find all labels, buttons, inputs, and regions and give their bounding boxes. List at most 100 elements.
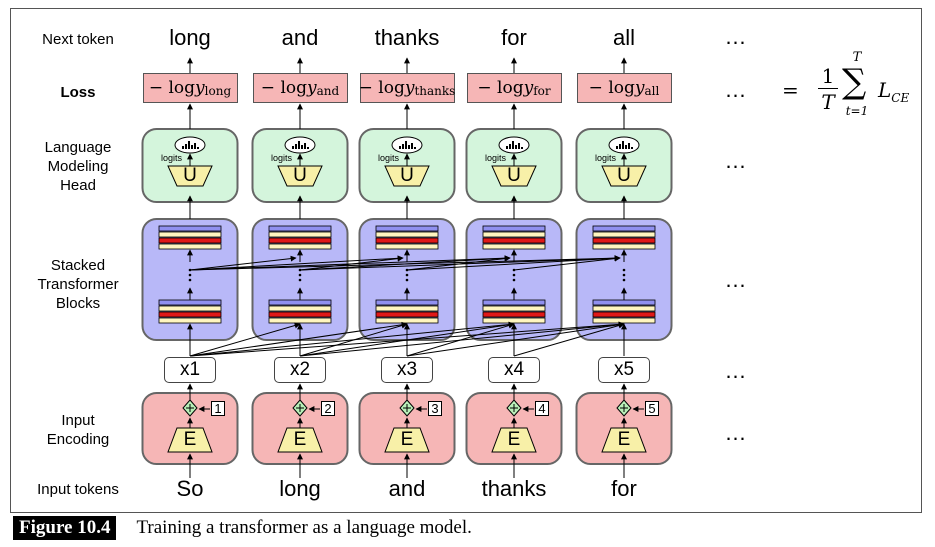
input-vector-box: x1: [164, 357, 216, 383]
row-label-next-token: Next token: [42, 31, 114, 48]
position-number: 3: [428, 401, 442, 416]
next-token-word: thanks: [374, 25, 440, 50]
attention-arrow: [406, 255, 511, 271]
row-ellipsis: …: [724, 24, 748, 49]
unembedding-trapezoid: [601, 165, 647, 187]
row-ellipsis: …: [724, 148, 748, 173]
histogram-bar: [411, 143, 413, 149]
input-token-word: long: [279, 476, 321, 501]
layer-sublayer: [375, 231, 439, 238]
attention-arrow: [406, 322, 515, 357]
attention-arrow: [406, 321, 625, 357]
histogram-bar: [631, 147, 633, 149]
embedding-trapezoid: [601, 427, 647, 453]
row-label-lm-head: Language Modeling Head: [44, 139, 112, 194]
stack-ellipsis-dot: [512, 268, 516, 272]
attention-arrow: [189, 322, 301, 357]
layer-sublayer: [375, 305, 439, 312]
layer-sublayer: [592, 311, 656, 318]
embedding-trapezoid: [491, 427, 537, 453]
histogram-bar: [622, 141, 624, 149]
unembedding-trapezoid: [167, 165, 213, 187]
histogram-bar: [518, 143, 520, 149]
stack-ellipsis-dot: [298, 273, 302, 277]
next-token-word: all: [612, 25, 635, 50]
attention-arrow: [189, 255, 297, 271]
stack-ellipsis-dot: [622, 273, 626, 277]
layer-sublayer: [268, 299, 332, 306]
histogram-bar: [194, 143, 196, 149]
layer-sublayer: [158, 299, 222, 306]
histogram-bar: [509, 144, 511, 149]
layer-sublayer: [375, 317, 439, 324]
stack-ellipsis-dot: [298, 268, 302, 272]
layer-sublayer: [268, 225, 332, 232]
layer-sublayer: [592, 225, 656, 232]
histogram-bar: [616, 146, 618, 149]
histogram-bar: [185, 144, 187, 149]
row-ellipsis: …: [724, 358, 748, 383]
next-token-word: long: [169, 25, 211, 50]
histogram-bar: [188, 141, 190, 149]
row-label-input-tokens: Input tokens: [37, 481, 119, 498]
row-ellipsis: …: [724, 267, 748, 292]
embedding-trapezoid: [167, 427, 213, 453]
position-number: 1: [211, 401, 225, 416]
input-token-word: and: [388, 476, 426, 501]
layer-sublayer: [158, 311, 222, 318]
histogram-bar: [521, 147, 523, 149]
histogram-bar: [405, 141, 407, 149]
attention-arrow: [513, 322, 625, 357]
layer-sublayer: [375, 299, 439, 306]
embedding-label: E: [293, 429, 307, 450]
layer-sublayer: [158, 243, 222, 250]
attention-arrow: [513, 255, 621, 271]
row-label-stacked: Stacked Transformer Blocks: [37, 257, 119, 312]
layer-sublayer: [375, 311, 439, 318]
embedding-label: E: [183, 429, 197, 450]
layer-sublayer: [268, 231, 332, 238]
stack-ellipsis-dot: [405, 273, 409, 277]
histogram-bar: [298, 141, 300, 149]
stack-ellipsis-dot: [188, 273, 192, 277]
layer-sublayer: [592, 237, 656, 244]
layer-sublayer: [158, 231, 222, 238]
layer-sublayer: [482, 231, 546, 238]
logits-label: logits: [378, 153, 400, 163]
stack-ellipsis-dot: [622, 268, 626, 272]
layer-sublayer: [375, 225, 439, 232]
embedding-label: E: [507, 429, 521, 450]
logits-label: logits: [271, 153, 293, 163]
histogram-bar: [295, 144, 297, 149]
histogram-bar: [304, 143, 306, 149]
layer-sublayer: [592, 243, 656, 250]
histogram-bar: [408, 145, 410, 149]
stack-ellipsis-dot: [405, 278, 409, 282]
layer-sublayer: [482, 305, 546, 312]
layer-sublayer: [158, 237, 222, 244]
histogram-bar: [619, 144, 621, 149]
histogram-bar: [402, 144, 404, 149]
position-number: 2: [321, 401, 335, 416]
input-vector-box: x4: [488, 357, 540, 383]
histogram-bar: [307, 147, 309, 149]
attention-arrow: [189, 321, 408, 357]
figure-caption: Figure 10.4 Training a transformer as a …: [13, 515, 472, 541]
histogram-bar: [512, 141, 514, 149]
stack-ellipsis-dot: [405, 268, 409, 272]
position-number: 5: [645, 401, 659, 416]
histogram-bar: [182, 146, 184, 149]
input-vector-box: x2: [274, 357, 326, 383]
next-token-word: and: [281, 25, 319, 50]
row-ellipsis: …: [724, 77, 748, 102]
unembedding-label: U: [400, 165, 414, 186]
input-vector-box: x3: [381, 357, 433, 383]
unembedding-label: U: [617, 165, 631, 186]
attention-arrow: [299, 255, 511, 271]
figure-frame: [10, 8, 922, 513]
layer-sublayer: [482, 237, 546, 244]
stack-ellipsis-dot: [298, 278, 302, 282]
